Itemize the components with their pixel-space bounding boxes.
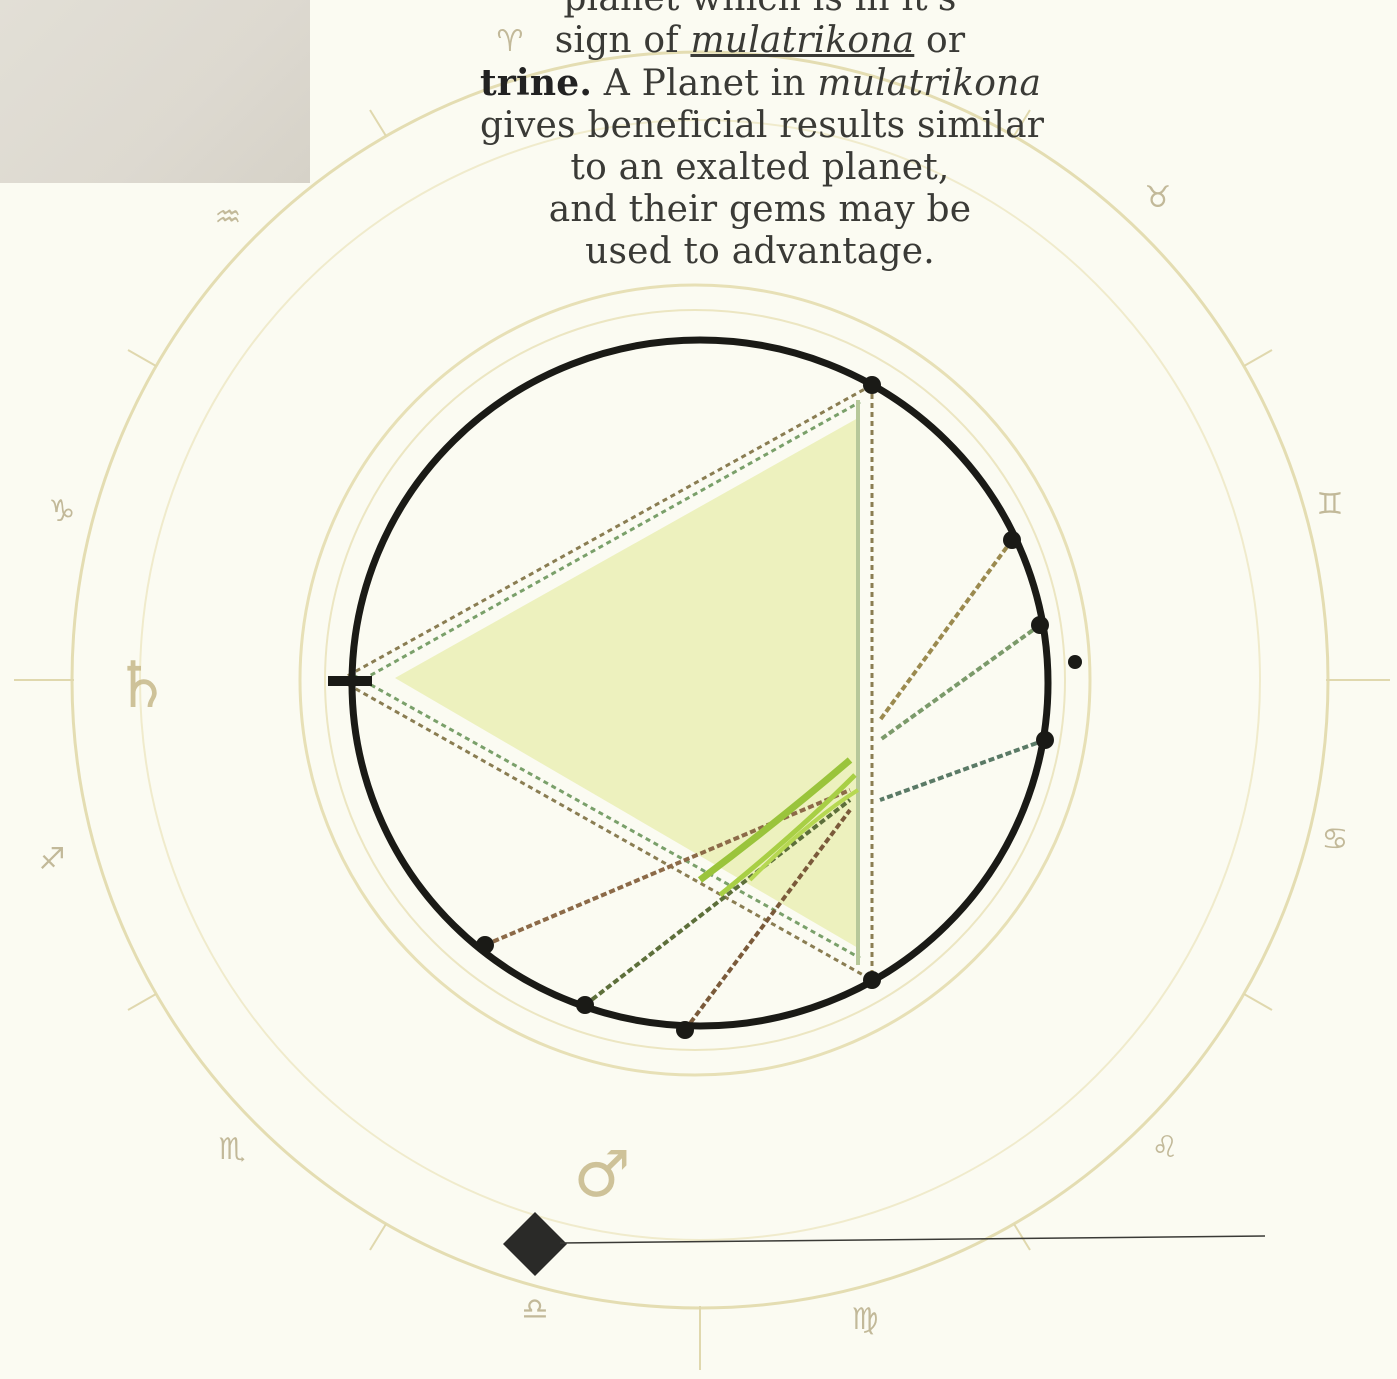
caption: planet which is in it's sign of mulatrik… bbox=[480, 0, 1040, 273]
mulatrikona-term-2: mulatrikona bbox=[817, 63, 1041, 104]
aquarius-icon: ♒ bbox=[215, 203, 242, 233]
mars-icon: ♂ bbox=[573, 1143, 630, 1207]
caption-line-2: sign of mulatrikona or bbox=[480, 20, 1040, 62]
cancer-icon: ♋ bbox=[1322, 825, 1349, 855]
taurus-icon: ♉ bbox=[1145, 183, 1172, 213]
caption-line-5: to an exalted planet, bbox=[480, 147, 1040, 189]
libra-icon: ♎ bbox=[522, 1295, 549, 1325]
scorpio-icon: ♏ bbox=[219, 1135, 246, 1165]
caption-line-4: gives beneficial results similar bbox=[480, 105, 1040, 147]
leo-icon: ♌ bbox=[1152, 1133, 1179, 1163]
virgo-icon: ♍ bbox=[852, 1305, 879, 1335]
capricorn-icon: ♑ bbox=[49, 497, 76, 527]
mulatrikona-term: mulatrikona bbox=[690, 20, 914, 61]
caption-line-7: used to advantage. bbox=[480, 231, 1040, 273]
caption-line-1: planet which is in it's bbox=[480, 0, 1040, 20]
gemini-icon: ♊ bbox=[1317, 490, 1344, 520]
trine-triangle bbox=[395, 418, 858, 948]
caption-line-3: trine. A Planet in mulatrikona bbox=[480, 62, 1040, 105]
sagittarius-icon: ♐ bbox=[39, 845, 66, 875]
caption-line-6: and their gems may be bbox=[480, 189, 1040, 231]
trine-term: trine. bbox=[480, 62, 592, 104]
saturn-icon: ♄ bbox=[113, 654, 170, 718]
